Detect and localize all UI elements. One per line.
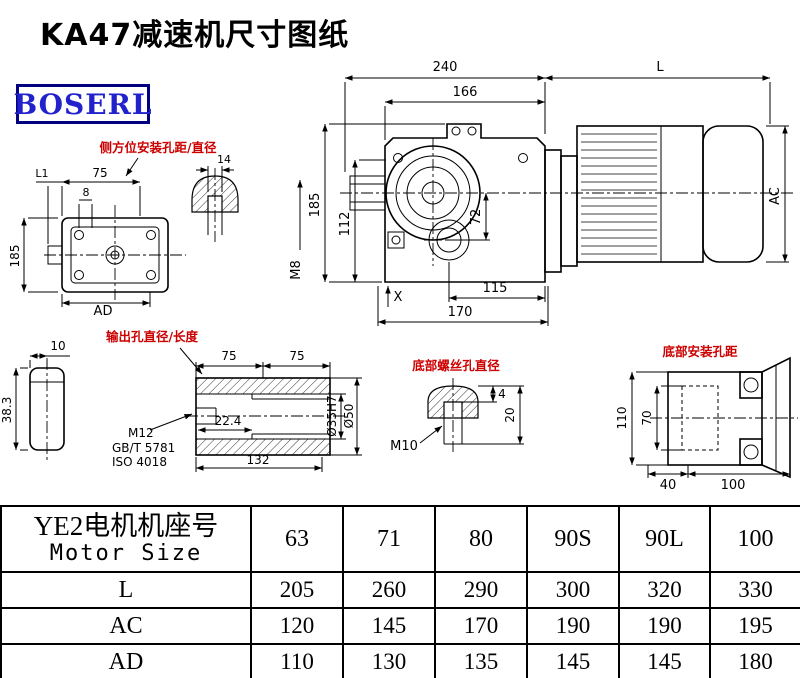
table-cell: 135: [434, 643, 528, 678]
table-header-cell: YE2电机机座号 Motor Size: [0, 505, 252, 573]
dim-166: 166: [453, 85, 478, 100]
table-cell: 170: [434, 607, 528, 645]
mark-x: X: [394, 290, 403, 305]
row-label: L: [0, 571, 252, 609]
dim-10: 10: [50, 339, 65, 353]
dim-70: 70: [640, 410, 654, 425]
std-gbt-5781: GB/T 5781: [112, 441, 175, 455]
motor-size-col: 100: [709, 505, 800, 573]
table-cell: 145: [618, 643, 711, 678]
dim-132: 132: [247, 453, 270, 467]
table-cell: 180: [709, 643, 800, 678]
motor-size-table: YE2电机机座号 Motor Size 63 71 80 90S 90L 100…: [0, 505, 800, 678]
dim-ac: AC: [768, 187, 783, 205]
dim-20: 20: [503, 407, 517, 422]
dim-75b: 75: [289, 349, 304, 363]
table-row-AC: AC 120 145 170 190 190 195: [0, 607, 800, 645]
dim-240: 240: [433, 60, 458, 75]
label-bottom-mount: 底部安装孔距: [662, 344, 738, 359]
boserl-logo: BOSERL: [13, 84, 152, 124]
dim-ad: AD: [94, 304, 113, 319]
dim-72: 72: [469, 209, 484, 226]
table-cell: 120: [250, 607, 344, 645]
std-iso-4018: ISO 4018: [112, 455, 167, 469]
main-assembly-drawing: 240 L 166 185 112 AC 72 115: [308, 60, 795, 326]
page-title: KA47减速机尺寸图纸: [40, 18, 350, 53]
table-cell: 110: [250, 643, 344, 678]
dim-110: 110: [615, 407, 629, 430]
table-header-cn: YE2电机机座号: [33, 510, 219, 541]
table-cell: 260: [342, 571, 436, 609]
table-cell: 190: [526, 607, 620, 645]
dim-8: 8: [83, 186, 90, 199]
dim-170: 170: [448, 305, 473, 320]
dim-75-side: 75: [92, 166, 107, 180]
table-cell: 130: [342, 643, 436, 678]
dim-75a: 75: [221, 349, 236, 363]
motor-size-col: 90S: [526, 505, 620, 573]
table-row-L: L 205 260 290 300 320 330: [0, 571, 800, 609]
motor-size-col: 80: [434, 505, 528, 573]
dim-40: 40: [660, 478, 677, 493]
label-output-hole: 输出孔直径/长度: [106, 329, 199, 344]
dim-dia35h7: Ø35H7: [325, 395, 339, 436]
label-bottom-screw: 底部螺丝孔直径: [412, 358, 500, 373]
side-view-drawing: L1 75 8 185 AD 侧方位安装孔距/直径: [8, 140, 217, 319]
motor-size-col: 71: [342, 505, 436, 573]
output-shaft-drawing: 10 38.3 输出孔直径/长度 75: [0, 329, 362, 472]
dim-4: 4: [498, 387, 506, 401]
motor-size-col: 63: [250, 505, 344, 573]
dim-38-3: 38.3: [0, 397, 14, 424]
dim-L: L: [656, 60, 664, 75]
dim-115: 115: [483, 281, 508, 296]
dim-185-main: 185: [308, 193, 323, 218]
table-cell: 320: [618, 571, 711, 609]
motor-fins: [581, 133, 657, 255]
table-cell: 145: [526, 643, 620, 678]
row-label: AC: [0, 607, 252, 645]
side-hole-detail: 14 M8: [191, 153, 304, 280]
label-side-mount-holes: 侧方位安装孔距/直径: [99, 140, 217, 155]
dim-m12: M12: [128, 426, 154, 440]
table-cell: 205: [250, 571, 344, 609]
technical-drawing: L1 75 8 185 AD 侧方位安装孔距/直径: [0, 60, 798, 493]
bottom-screw-detail: 底部螺丝孔直径 4 20 M10: [390, 358, 524, 454]
table-row-AD: AD 110 130 135 145 145 180: [0, 643, 800, 678]
table-cell: 290: [434, 571, 528, 609]
table-cell: 145: [342, 607, 436, 645]
table-cell: 190: [618, 607, 711, 645]
dim-l1: L1: [35, 167, 48, 180]
table-cell: 300: [526, 571, 620, 609]
dim-22-4: 22.4: [215, 414, 242, 428]
table-cell: 195: [709, 607, 800, 645]
dim-m8: M8: [289, 260, 304, 280]
bottom-mount-drawing: 底部安装孔距 110 70 40 100: [615, 344, 798, 493]
dim-100: 100: [721, 478, 746, 493]
row-label: AD: [0, 643, 252, 678]
table-header-en: Motor Size: [49, 541, 203, 567]
table-cell: 330: [709, 571, 800, 609]
dim-m10: M10: [390, 439, 418, 454]
table-header-row: YE2电机机座号 Motor Size 63 71 80 90S 90L 100: [0, 505, 800, 573]
motor-size-col: 90L: [618, 505, 711, 573]
dim-185-side: 185: [8, 245, 22, 268]
dim-112: 112: [338, 212, 353, 237]
dim-dia50: Ø50: [342, 404, 356, 429]
dim-14: 14: [217, 153, 231, 166]
